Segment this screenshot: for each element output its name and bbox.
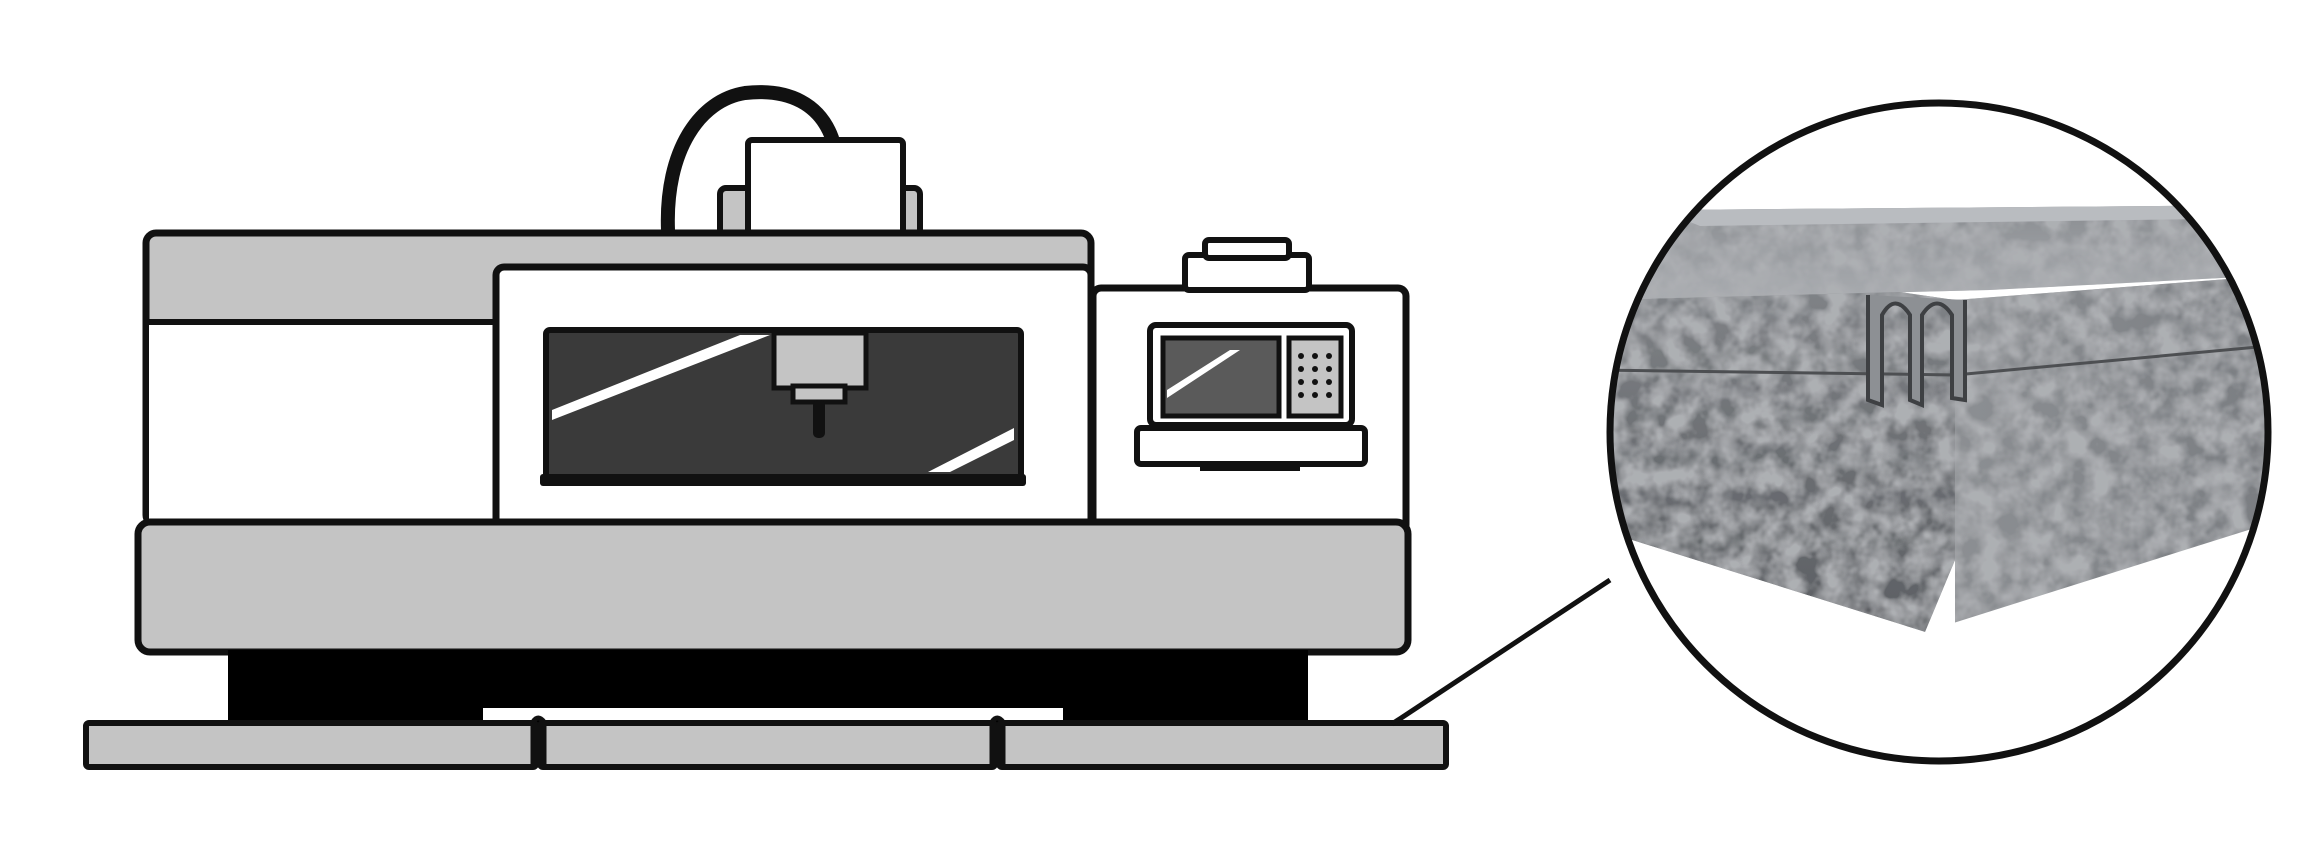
tool-collet <box>790 383 848 405</box>
cnc-machine <box>134 85 1412 728</box>
window-glare-1 <box>552 335 770 420</box>
cutting-tool <box>813 400 825 438</box>
panel-seam-right <box>989 715 1006 767</box>
standing-seam <box>1866 295 1967 408</box>
window-glare-2 <box>928 428 1014 472</box>
keypad-buttons <box>1298 353 1332 398</box>
tool-holder <box>771 330 869 391</box>
panel-back-edge <box>1660 205 2268 226</box>
control-keypad <box>1286 335 1344 419</box>
keyboard-tray-foot <box>1200 463 1300 471</box>
upper-housing-white-band <box>149 322 499 522</box>
machine-bed <box>134 518 1412 656</box>
detail-closeup <box>1610 103 2268 761</box>
detail-magnifier-ring <box>1606 99 2272 765</box>
base-panel-middle <box>537 720 998 770</box>
control-cabinet-cap-top <box>1202 237 1292 261</box>
spindle-head <box>745 137 906 241</box>
base-panel-right <box>996 720 1449 770</box>
panel-seam-left <box>530 715 547 767</box>
panel-top-surface <box>1610 205 2268 300</box>
control-keyboard-tray <box>1134 425 1368 467</box>
panel-underside-gap <box>1610 520 2268 660</box>
control-screen <box>1160 335 1282 419</box>
panel-right-face <box>1955 275 2268 630</box>
base-white-strip <box>483 708 1063 720</box>
screen-glare <box>1167 350 1240 398</box>
window-sill <box>540 474 1026 486</box>
callout-line <box>1390 577 1612 727</box>
base-panels <box>83 715 1449 770</box>
spindle-cable <box>660 85 839 237</box>
base-panel-left <box>83 720 539 770</box>
